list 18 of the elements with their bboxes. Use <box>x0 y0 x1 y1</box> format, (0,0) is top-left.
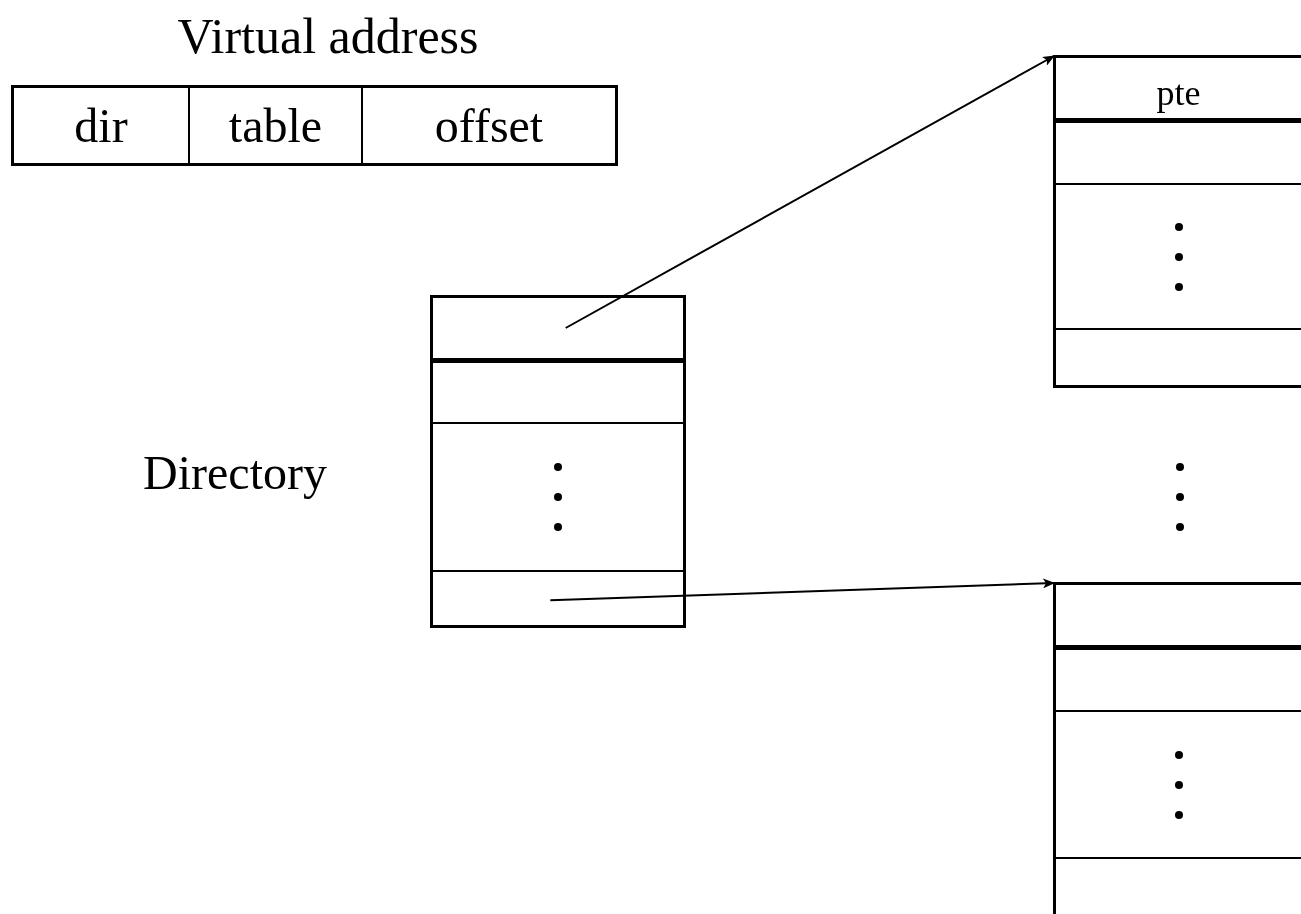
field-cell: pte <box>1053 58 1301 118</box>
arrow <box>549 578 1055 602</box>
table-entry <box>430 422 686 570</box>
table-entry <box>1053 645 1301 710</box>
table-entry <box>1053 857 1301 914</box>
table-entry <box>1053 710 1301 857</box>
table-entry <box>430 570 686 625</box>
field-cell: offset <box>361 88 615 163</box>
field-cell: table <box>188 88 363 163</box>
table-entry <box>1053 328 1301 385</box>
table-heading: Virtual address <box>176 7 480 66</box>
table-entry <box>430 358 686 422</box>
field-cell: dir <box>14 88 190 163</box>
table-entry <box>430 298 686 358</box>
table-entry <box>1053 183 1301 328</box>
table-heading: Directory <box>142 444 328 501</box>
arrow <box>564 55 1055 329</box>
table-entry <box>1053 118 1301 183</box>
